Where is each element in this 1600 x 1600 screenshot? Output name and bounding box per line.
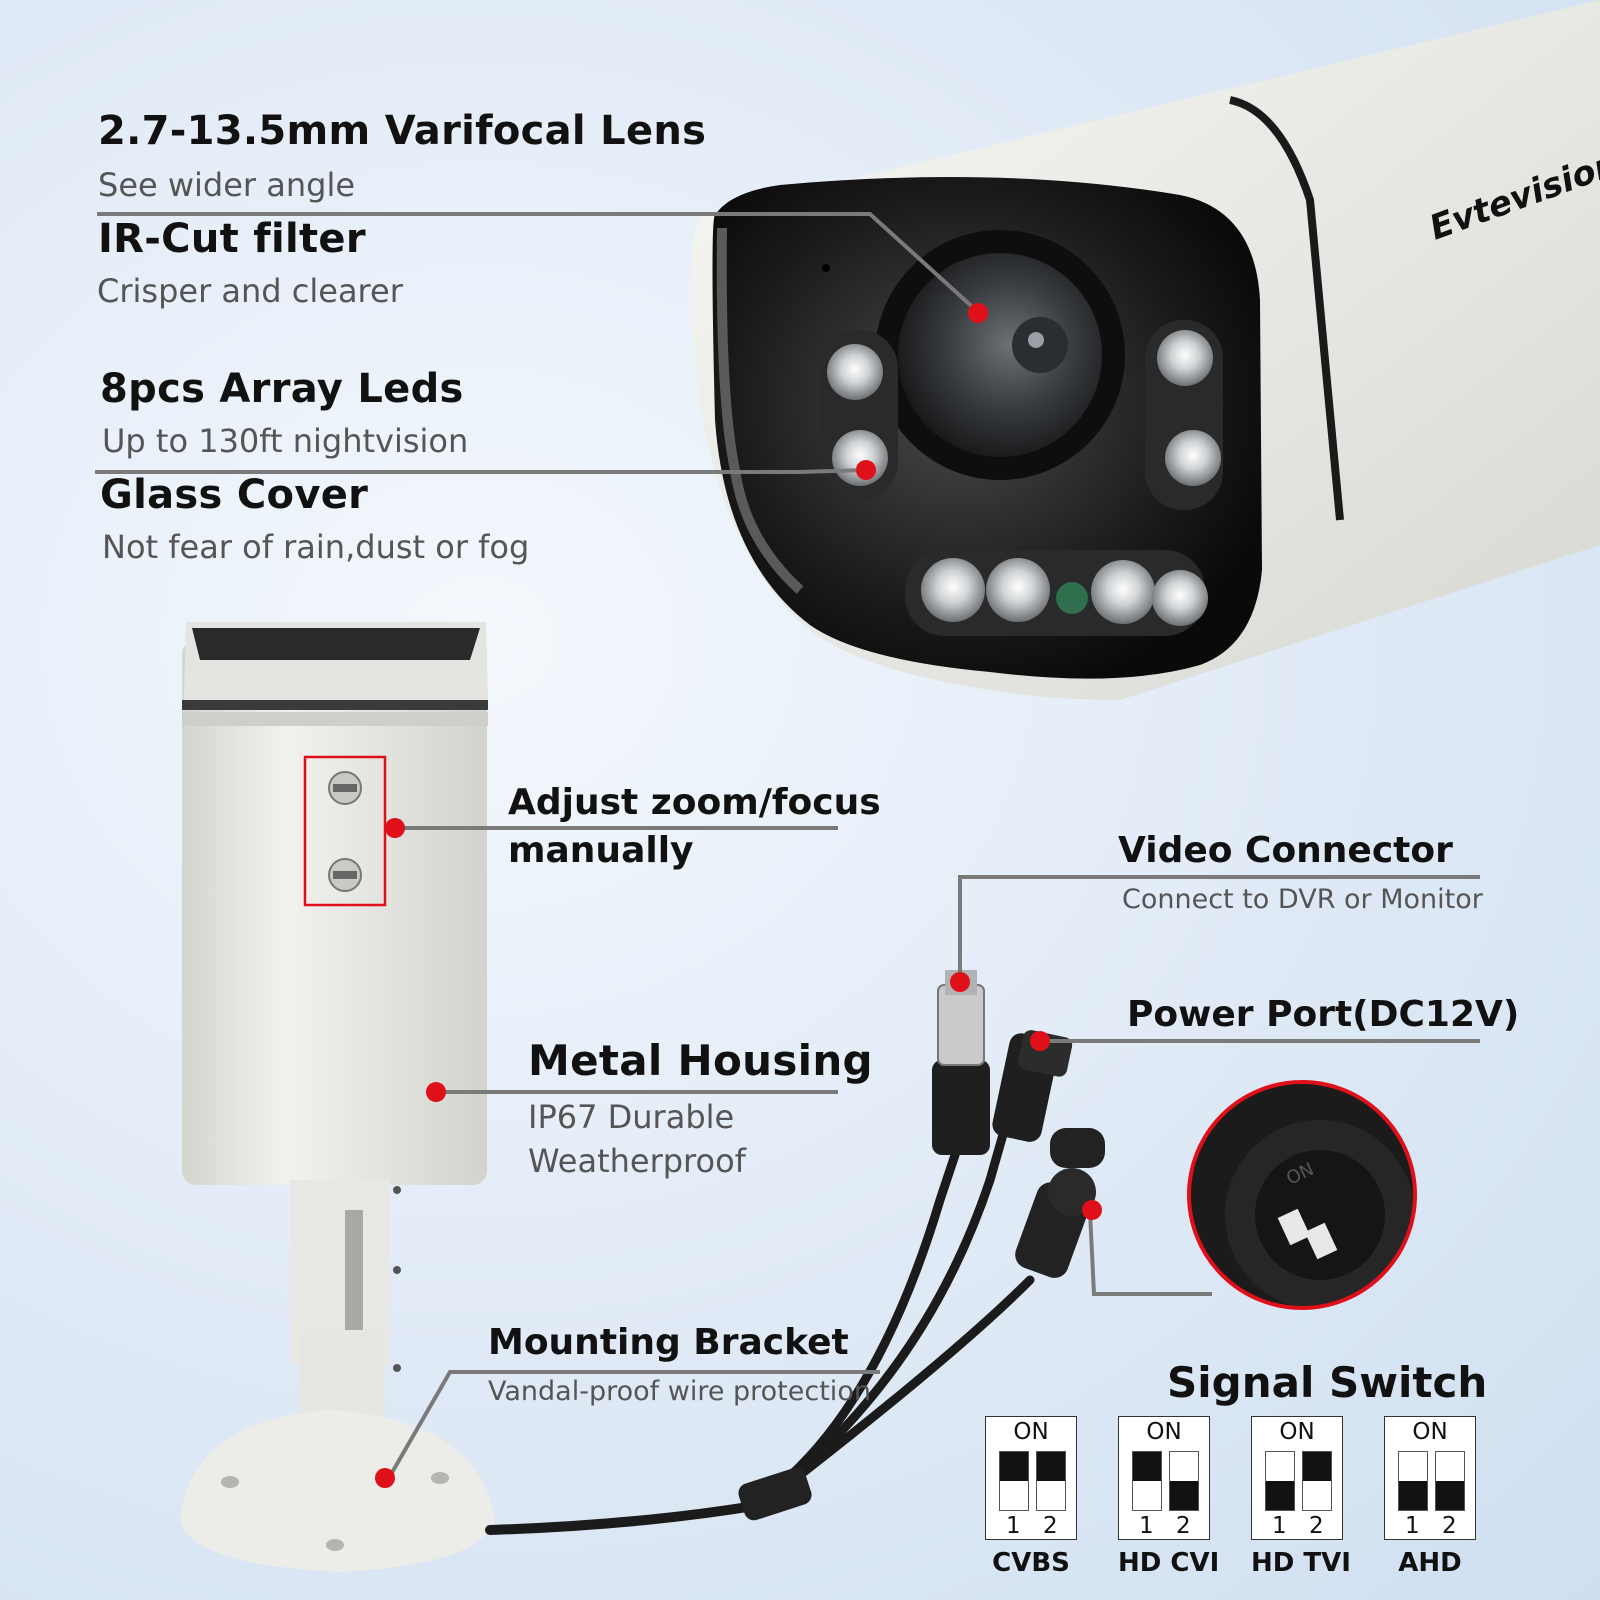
- camera-side-view: [180, 622, 495, 1572]
- glass-subtitle: Not fear of rain,dust or fog: [102, 528, 530, 566]
- dip-lever-1: [1133, 1452, 1161, 1481]
- dip-on-label: ON: [1279, 1419, 1315, 1445]
- leader-lines: [95, 212, 1480, 1477]
- zoom-line2: manually: [508, 830, 694, 871]
- dip-mode-label: HD TVI: [1251, 1548, 1351, 1578]
- dip-on-label: ON: [1013, 1419, 1049, 1445]
- video-title: Video Connector: [1118, 830, 1453, 871]
- bracket-subtitle: Vandal-proof wire protection: [488, 1376, 871, 1407]
- leds-subtitle: Up to 130ft nightvision: [102, 422, 469, 460]
- ircut-title: IR-Cut filter: [98, 216, 366, 262]
- dip-lever-2: [1303, 1452, 1331, 1481]
- dip-pin-1: 1: [1139, 1513, 1154, 1539]
- dip-pin-1: 1: [1006, 1513, 1021, 1539]
- dip-lever-1: [1266, 1481, 1294, 1510]
- lens-title: 2.7-13.5mm Varifocal Lens: [98, 108, 707, 154]
- signal-switch-closeup: ON: [1187, 1080, 1417, 1310]
- dip-pin-2: 2: [1043, 1513, 1058, 1539]
- housing-title: Metal Housing: [528, 1036, 873, 1085]
- dip-mode-label: AHD: [1398, 1548, 1462, 1578]
- dip-slot-2: [1435, 1451, 1465, 1511]
- video-subtitle: Connect to DVR or Monitor: [1122, 884, 1483, 915]
- dip-slot-1: [1398, 1451, 1428, 1511]
- dip-lever-2: [1037, 1452, 1065, 1481]
- callout-markers: [375, 303, 1102, 1488]
- dip-slot-1: [1265, 1451, 1295, 1511]
- dip-pin-1: 1: [1405, 1513, 1420, 1539]
- connectors: [738, 970, 1105, 1521]
- dip-pin-2: 2: [1176, 1513, 1191, 1539]
- dip-lever-2: [1170, 1481, 1198, 1510]
- dip-mode-label: HD CVI: [1118, 1548, 1220, 1578]
- dip-lever-2: [1436, 1481, 1464, 1510]
- dip-on-label: ON: [1146, 1419, 1182, 1445]
- dip-pin-2: 2: [1309, 1513, 1324, 1539]
- dip-lever-1: [1000, 1452, 1028, 1481]
- signal-switch-title: Signal Switch: [1167, 1358, 1488, 1407]
- housing-line2: Weatherproof: [528, 1142, 746, 1180]
- glass-title: Glass Cover: [100, 472, 369, 518]
- dip-slot-1: [999, 1451, 1029, 1511]
- cable-assembly: [485, 1105, 1035, 1535]
- zoom-line1: Adjust zoom/focus: [508, 782, 881, 823]
- dip-pin-2: 2: [1442, 1513, 1457, 1539]
- dip-slot-1: [1132, 1451, 1162, 1511]
- bracket-title: Mounting Bracket: [488, 1322, 849, 1363]
- dip-mode-label: CVBS: [992, 1548, 1070, 1578]
- dip-on-label: ON: [1412, 1419, 1448, 1445]
- dip-slot-2: [1169, 1451, 1199, 1511]
- dip-pin-1: 1: [1272, 1513, 1287, 1539]
- dip-slot-2: [1302, 1451, 1332, 1511]
- camera-front-view: [690, 0, 1600, 700]
- lens-subtitle: See wider angle: [98, 166, 356, 204]
- power-title: Power Port(DC12V): [1127, 994, 1520, 1035]
- dip-slot-2: [1036, 1451, 1066, 1511]
- dip-lever-1: [1399, 1481, 1427, 1510]
- ircut-subtitle: Crisper and clearer: [97, 272, 403, 310]
- leds-title: 8pcs Array Leds: [100, 366, 464, 412]
- housing-line1: IP67 Durable: [528, 1098, 735, 1136]
